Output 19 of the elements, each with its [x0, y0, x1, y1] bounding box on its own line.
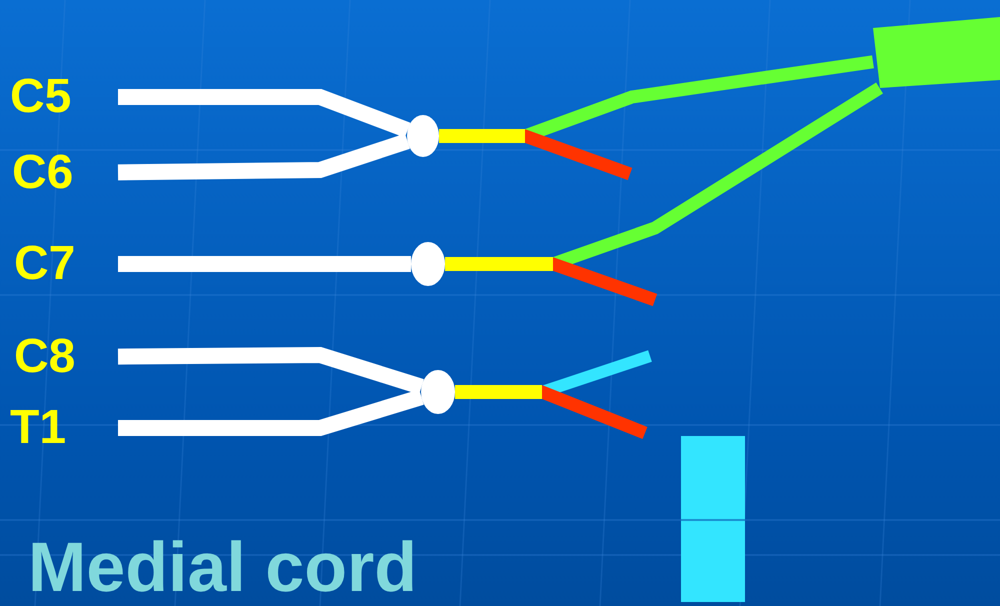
- cord-block: [873, 17, 1000, 88]
- nerve-line: [118, 134, 410, 180]
- trunk-stem: [455, 385, 542, 399]
- trunk-stem: [445, 257, 553, 271]
- trunk-dot: [407, 115, 439, 157]
- nerve-root-label: C8: [14, 329, 118, 385]
- cord-label: Medial cord: [28, 532, 417, 602]
- nerve-root-label: C7: [14, 236, 118, 292]
- trunk-dot: [421, 370, 455, 414]
- nerve-root-label: T1: [10, 400, 118, 456]
- cord-bar: [681, 436, 745, 602]
- nerve-root-label: C6: [12, 145, 118, 201]
- nerve-line: [118, 347, 424, 394]
- nerve-line: [118, 89, 410, 138]
- nerve-line: [118, 389, 424, 436]
- nerve-line: [118, 256, 411, 272]
- trunk-stem: [439, 129, 525, 143]
- nerve-root-label: C5: [10, 69, 118, 125]
- trunk-dot: [411, 242, 445, 286]
